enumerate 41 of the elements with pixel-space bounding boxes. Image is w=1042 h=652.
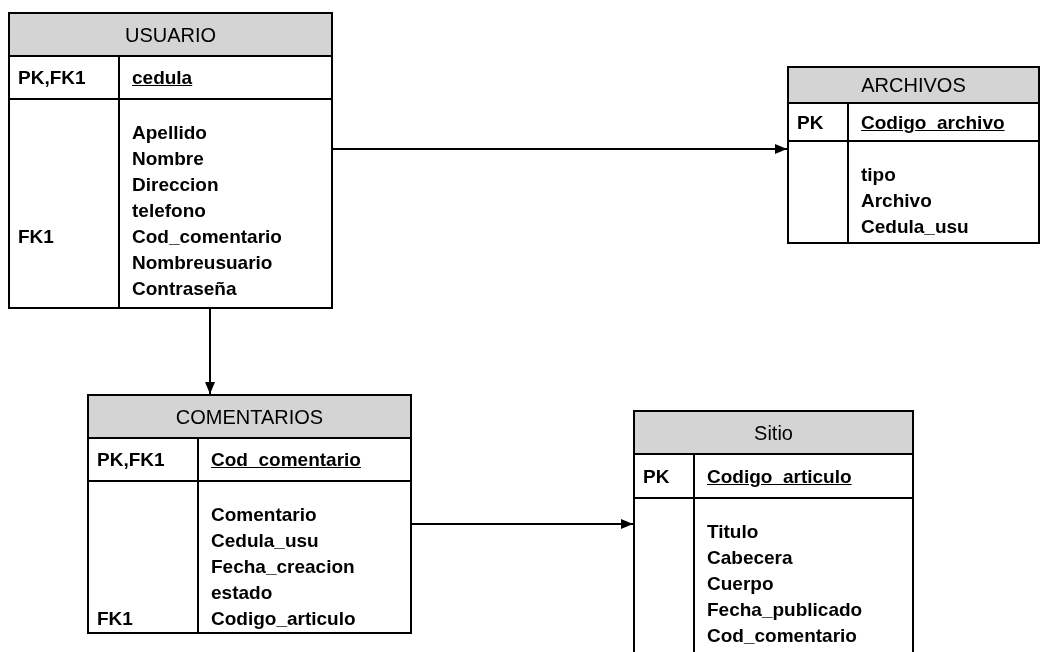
entity-table (8, 12, 333, 309)
primary-key-field: Codigo_articulo (707, 462, 852, 492)
key-label: PK (797, 110, 824, 135)
table-header: ARCHIVOS (789, 68, 1038, 104)
attribute-name: Cabecera (707, 546, 794, 570)
key-label: PK,FK1 (97, 448, 165, 473)
attribute-name: Comentario (211, 503, 318, 527)
attribute-name: Apellido (132, 121, 208, 145)
table-header: USUARIO (10, 14, 331, 57)
key-label: FK1 (97, 607, 134, 631)
entity-table (787, 66, 1040, 244)
attribute-name: Archivo (861, 189, 933, 213)
attribute-name: Cedula_usu (211, 529, 320, 553)
arrow (205, 308, 215, 395)
attribute-name: Cedula_usu (861, 215, 970, 239)
entity-table (87, 394, 412, 634)
attribute-name: Nombreusuario (132, 251, 274, 275)
attribute-name: Titulo (707, 520, 760, 544)
attribute-name: Cuerpo (707, 572, 775, 596)
attribute-name: Contraseña (132, 277, 238, 301)
arrow (332, 144, 788, 154)
attribute-name: Codigo_articulo (211, 607, 357, 631)
attribute-name: tipo (861, 163, 897, 187)
arrow (411, 519, 634, 529)
primary-key-field: Cod_comentario (211, 446, 361, 475)
attribute-name: Direccion (132, 173, 220, 197)
attribute-name: Fecha_publicado (707, 598, 864, 622)
attribute-name: Cod_comentario (132, 225, 283, 249)
table-header: Sitio (635, 412, 912, 455)
attribute-name: Cod_comentario (707, 624, 858, 648)
key-label: PK,FK1 (18, 66, 86, 91)
table-header: COMENTARIOS (89, 396, 410, 439)
entity-table (633, 410, 914, 652)
primary-key-field: Codigo_archivo (861, 108, 1005, 138)
attribute-name: Fecha_creacion (211, 555, 356, 579)
primary-key-field: cedula (132, 64, 193, 93)
key-label: FK1 (18, 225, 55, 249)
attribute-name: Nombre (132, 147, 205, 171)
attribute-name: telefono (132, 199, 207, 223)
key-label: PK (643, 464, 670, 489)
attribute-name: estado (211, 581, 274, 605)
